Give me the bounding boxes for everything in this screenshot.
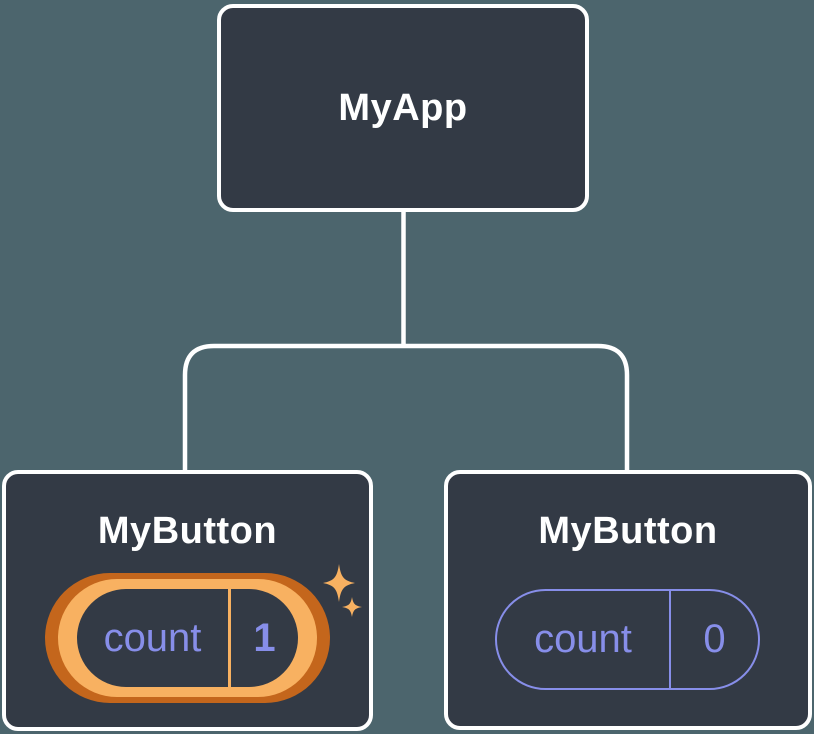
state-pill-highlight-ring: count 1: [58, 579, 317, 697]
node-label: MyApp: [338, 86, 468, 129]
state-name: count: [497, 591, 671, 688]
tree-node-myapp: MyApp: [217, 4, 589, 212]
node-label: MyButton: [97, 510, 278, 552]
sparkle-large: [323, 564, 355, 602]
state-value: 1: [253, 615, 276, 660]
state-value: 0: [703, 617, 726, 661]
connector-bracket: [182, 343, 630, 470]
state-pill-body: count 1: [77, 589, 298, 687]
state-pill: count 0: [495, 589, 760, 690]
state-name: count: [77, 589, 231, 687]
sparkle-small: [342, 597, 362, 617]
sparkle-icon: [323, 564, 362, 617]
node-label: MyButton: [538, 510, 718, 552]
state-pill-highlighted: count 1: [45, 573, 330, 703]
tree-node-mybutton-left: MyButton count 1: [2, 470, 373, 731]
tree-node-mybutton-right: MyButton count 0: [444, 470, 812, 730]
